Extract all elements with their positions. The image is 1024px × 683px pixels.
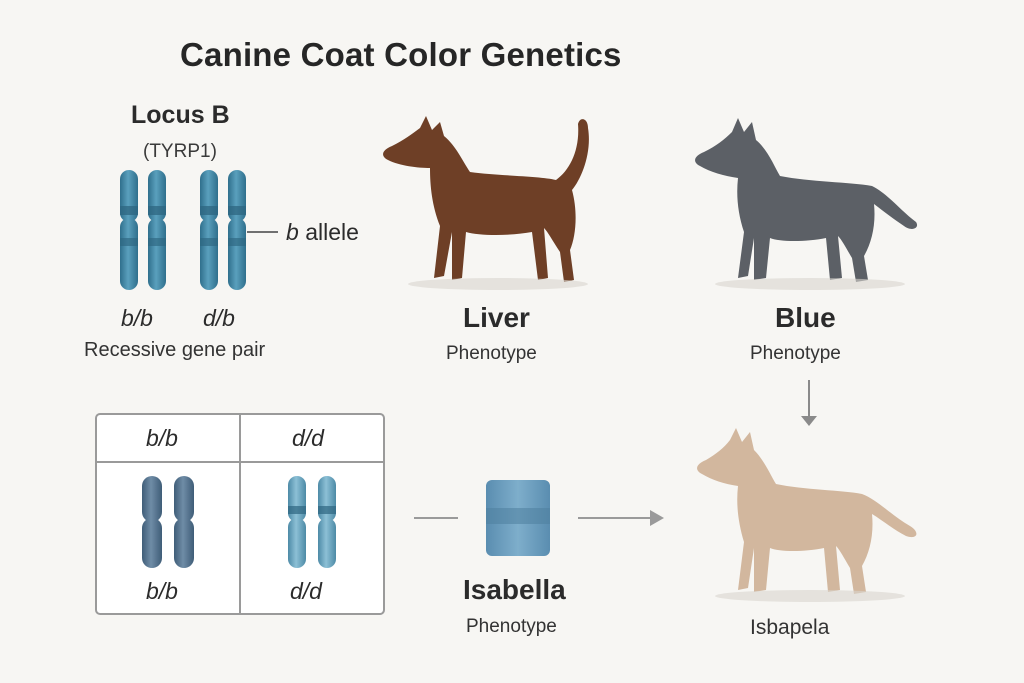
punnett-chromosome-pair-dd bbox=[288, 476, 336, 568]
punnett-chromosome-pair-bb bbox=[142, 476, 194, 568]
allele-word: allele bbox=[305, 219, 359, 245]
chromosome bbox=[142, 476, 162, 568]
chromosome bbox=[148, 170, 166, 290]
punnett-footer-right: d/d bbox=[290, 578, 322, 604]
punnett-header-left: b/b bbox=[146, 425, 178, 451]
phenotype-name-isabella: Isabella bbox=[463, 574, 566, 605]
locus-gene: (TYRP1) bbox=[143, 141, 217, 162]
chromosome bbox=[318, 476, 336, 568]
chromosome bbox=[288, 476, 306, 568]
blue-dog-illustration bbox=[695, 118, 918, 290]
locus-caption: Recessive gene pair bbox=[84, 339, 266, 361]
down-arrow bbox=[801, 380, 817, 426]
chromosome-pair-bb bbox=[120, 170, 166, 290]
right-arrow bbox=[578, 510, 664, 526]
pair-label-bb: b/b bbox=[121, 305, 153, 331]
phenotype-sub-blue: Phenotype bbox=[750, 343, 841, 364]
diagram-title: Canine Coat Color Genetics bbox=[180, 36, 622, 73]
allele-label: b allele bbox=[286, 219, 359, 246]
punnett-footer-left: b/b bbox=[146, 578, 178, 604]
punnett-header-right: d/d bbox=[292, 425, 324, 451]
chromosome-pair-db bbox=[200, 170, 246, 290]
result-label: Isbapela bbox=[750, 616, 830, 639]
chromosome bbox=[120, 170, 138, 290]
isabella-dog-illustration bbox=[697, 428, 917, 602]
locus-heading: Locus B bbox=[131, 101, 230, 129]
chromosome bbox=[228, 170, 246, 290]
phenotype-sub-liver: Phenotype bbox=[446, 343, 537, 364]
liver-dog-illustration bbox=[383, 116, 589, 290]
phenotype-sub-isabella: Phenotype bbox=[466, 616, 557, 637]
isabella-genotype-block bbox=[486, 480, 550, 556]
phenotype-name-liver: Liver bbox=[463, 302, 530, 333]
punnett-square bbox=[95, 413, 385, 615]
chromosome bbox=[174, 476, 194, 568]
phenotype-name-blue: Blue bbox=[775, 302, 836, 333]
allele-letter: b bbox=[286, 219, 299, 245]
chromosome bbox=[200, 170, 218, 290]
pair-label-db: d/b bbox=[203, 305, 235, 331]
